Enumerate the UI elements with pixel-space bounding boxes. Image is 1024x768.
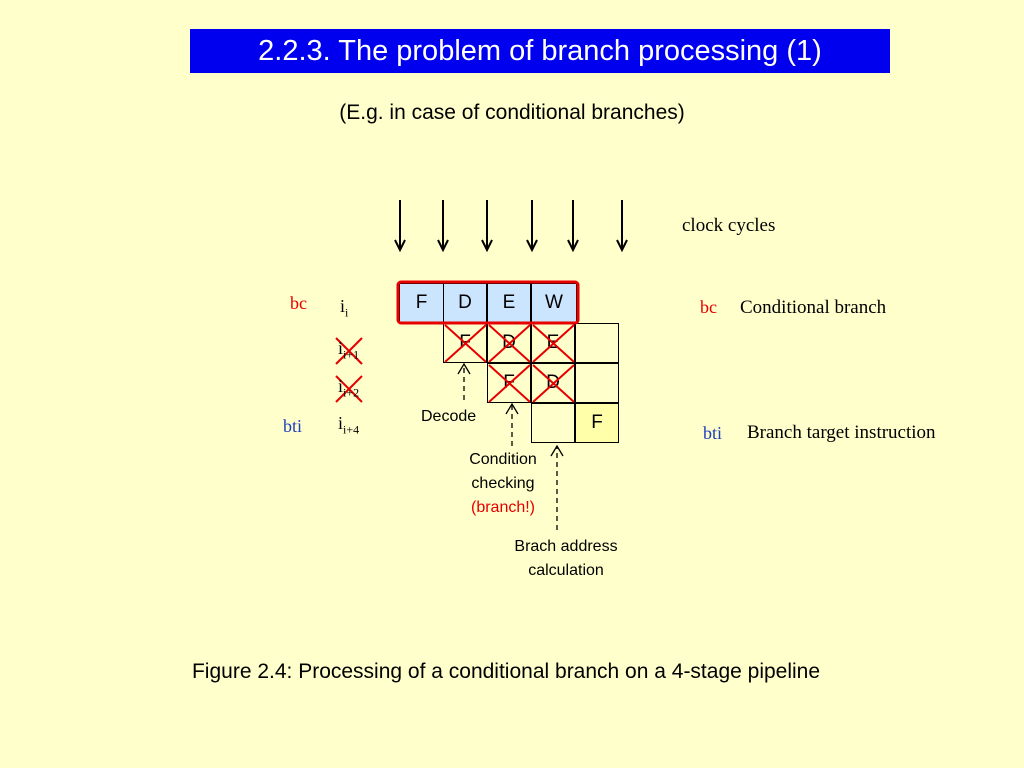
stage-cell-r1-execute: E bbox=[531, 323, 575, 363]
clock-cycle-arrows bbox=[394, 200, 628, 253]
clock-arrowhead-2 bbox=[437, 239, 449, 253]
clock-arrowhead-3 bbox=[481, 239, 493, 253]
stage-cell-r1-empty bbox=[575, 323, 619, 363]
instruction-label-i1: ii+1 bbox=[338, 338, 360, 362]
clock-arrowhead-1 bbox=[394, 239, 406, 253]
condition-annotation: Condition checking (branch!) bbox=[469, 451, 537, 516]
instruction-label-i: ii bbox=[340, 296, 349, 320]
stage-cell-r3-fetch: F bbox=[575, 403, 619, 443]
stage-cell-r2-decode: D bbox=[531, 363, 575, 403]
clock-arrowhead-4 bbox=[526, 239, 538, 253]
clock-arrowhead-6 bbox=[616, 239, 628, 253]
stage-cell-r2-fetch: F bbox=[487, 363, 531, 403]
clock-cycles-label: clock cycles bbox=[682, 215, 776, 236]
slide-subtitle: (E.g. in case of conditional branches) bbox=[339, 101, 685, 124]
clock-arrowhead-5 bbox=[567, 239, 579, 253]
stage-cell-r0-execute: E bbox=[487, 283, 531, 323]
stage-cell-r2-empty bbox=[575, 363, 619, 403]
stage-cell-r3-empty bbox=[531, 403, 575, 443]
slide-title: 2.2.3. The problem of branch processing … bbox=[190, 29, 890, 73]
instruction-label-i2: ii+2 bbox=[338, 376, 360, 400]
legend-bc-text: Conditional branch bbox=[740, 297, 887, 318]
legend-bti-text: Branch target instruction bbox=[747, 422, 936, 443]
legend-bti-abbr: bti bbox=[703, 423, 723, 443]
stage-cell-r0-write: W bbox=[531, 283, 577, 323]
figure-caption: Figure 2.4: Processing of a conditional … bbox=[191, 660, 821, 683]
stage-cell-r0-decode: D bbox=[443, 283, 487, 323]
instruction-label-i4: ii+4 bbox=[338, 413, 360, 437]
stage-cell-r1-decode: D bbox=[487, 323, 531, 363]
stage-cell-r0-fetch: F bbox=[399, 283, 444, 323]
decode-annotation: Decode bbox=[421, 408, 477, 425]
address-annotation: Brach address calculation bbox=[514, 538, 618, 579]
bc-row-label: bc bbox=[290, 293, 307, 313]
stage-cell-r1-fetch: F bbox=[443, 323, 487, 363]
legend-bc-abbr: bc bbox=[700, 297, 717, 317]
bti-row-label: bti bbox=[283, 416, 303, 436]
